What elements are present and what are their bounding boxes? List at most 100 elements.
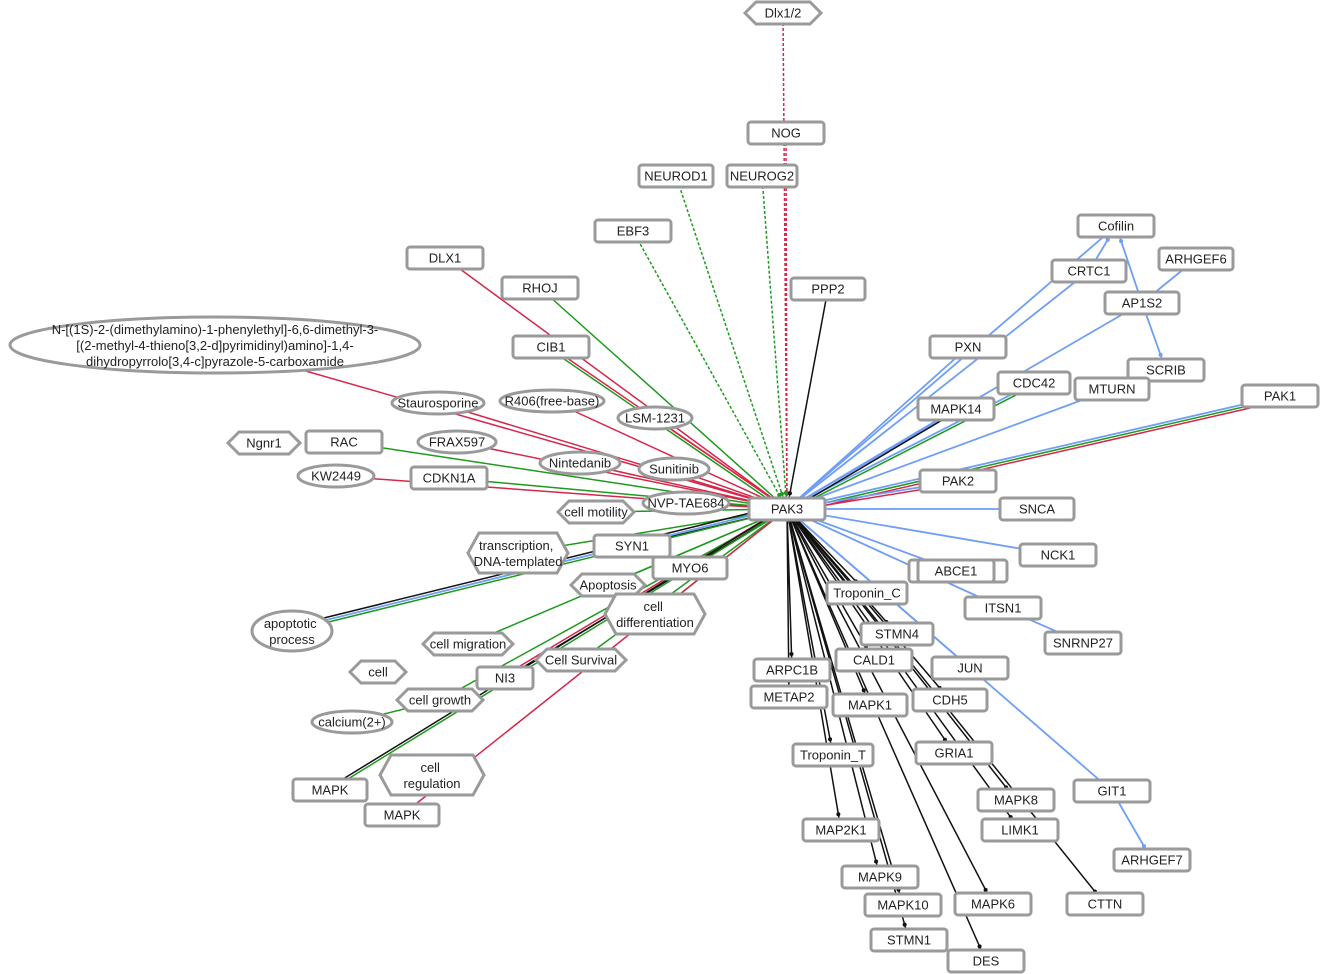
node-troponin-t[interactable]: Troponin_T — [791, 742, 875, 768]
node-label: SNRNP27 — [1053, 636, 1113, 651]
node-regulation[interactable]: cell regulation — [378, 753, 486, 797]
node-apoptotic-process[interactable]: apoptotic process — [250, 609, 334, 653]
edge-pak3-to-troponin-t — [786, 508, 834, 756]
edge-pak3-to-nck1 — [786, 508, 1059, 556]
hexagon-shape — [347, 659, 409, 685]
node-mapk[interactable]: MAPK — [363, 802, 441, 828]
node-r406[interactable]: R406(free-base) — [498, 388, 606, 414]
node-stmn1[interactable]: STMN1 — [869, 927, 949, 953]
node-snca[interactable]: SNCA — [998, 496, 1076, 522]
node-lsm-1231[interactable]: LSM-1231 — [616, 405, 694, 431]
node-kw2449[interactable]: KW2449 — [296, 463, 376, 489]
node-apoptosis[interactable]: Apoptosis — [568, 572, 648, 598]
node-map2k1[interactable]: MAP2K1 — [801, 817, 881, 843]
node-ppp2[interactable]: PPP2 — [789, 276, 867, 302]
node-ebf3[interactable]: EBF3 — [593, 218, 673, 244]
node-itsn1[interactable]: ITSN1 — [963, 595, 1043, 621]
node-pxn[interactable]: PXN — [928, 334, 1008, 360]
rect-shape — [725, 163, 799, 189]
node-gria1[interactable]: GRIA1 — [914, 740, 994, 766]
rect-shape — [1065, 891, 1145, 917]
node-syn1[interactable]: SYN1 — [592, 533, 672, 559]
node-cell-survival[interactable]: Cell Survival — [533, 647, 629, 673]
node-arhgef7[interactable]: ARHGEF7 — [1112, 847, 1192, 873]
node-snrnp27[interactable]: SNRNP27 — [1043, 630, 1123, 656]
edge-pak3-to-mturn — [786, 388, 1113, 510]
edge-arrowhead — [1119, 239, 1124, 244]
node-label: MAP2K1 — [815, 823, 866, 838]
node-cell[interactable]: cell — [347, 659, 409, 685]
node-label: FRAX597 — [429, 435, 485, 450]
node-jun[interactable]: JUN — [930, 655, 1010, 681]
node-cttn[interactable]: CTTN — [1065, 891, 1145, 917]
node-frax597[interactable]: FRAX597 — [416, 429, 498, 455]
node-myo6[interactable]: MYO6 — [651, 555, 729, 581]
node-mapk-a[interactable]: MAPK — [291, 777, 369, 803]
node-calcium-2[interactable]: calcium(2+) — [310, 709, 394, 735]
node-staurosporine[interactable]: Staurosporine — [390, 390, 486, 416]
node-cdkn1a[interactable]: CDKN1A — [409, 465, 489, 491]
node-sunitinib[interactable]: Sunitinib — [637, 456, 711, 482]
node-label: DLX1 — [429, 251, 462, 266]
node-crtc1[interactable]: CRTC1 — [1050, 258, 1128, 284]
node-git1[interactable]: GIT1 — [1072, 778, 1152, 804]
node-cdh5[interactable]: CDH5 — [911, 687, 989, 713]
node-nvp-tae684[interactable]: NVP-TAE684 — [641, 490, 731, 516]
node-stmn4[interactable]: STMN4 — [859, 621, 935, 647]
node-mapk8[interactable]: MAPK8 — [976, 787, 1056, 813]
node-dlx1[interactable]: DLX1 — [405, 245, 485, 271]
node-label: Staurosporine — [398, 396, 479, 411]
node-rac[interactable]: RAC — [304, 429, 384, 455]
node-nck1[interactable]: NCK1 — [1018, 542, 1098, 568]
node-nintedanib[interactable]: Nintedanib — [538, 450, 622, 476]
node-label: MAPK — [384, 808, 421, 823]
node-ni3[interactable]: NI3 — [475, 665, 535, 691]
node-scrib[interactable]: SCRIB — [1126, 357, 1206, 383]
node-mapk10[interactable]: MAPK10 — [863, 892, 943, 918]
node-nog[interactable]: NOG — [746, 120, 826, 146]
node-metap2[interactable]: METAP2 — [749, 684, 829, 710]
node-transcription[interactable]: transcription, DNA-templated — [466, 531, 570, 575]
node-limk1[interactable]: LIMK1 — [980, 817, 1060, 843]
node-arpc1b[interactable]: ARPC1B — [752, 657, 832, 683]
node-neurod1[interactable]: NEUROD1 — [637, 163, 715, 189]
edge-pak3-to-des — [786, 508, 987, 962]
node-ap1s2[interactable]: AP1S2 — [1103, 290, 1181, 316]
node-arhgef6[interactable]: ARHGEF6 — [1157, 246, 1235, 272]
node-rhoj[interactable]: RHOJ — [500, 275, 580, 301]
node-pak2[interactable]: PAK2 — [918, 468, 998, 494]
node-abce1[interactable]: ABCE1 — [916, 558, 996, 584]
node-pak3[interactable]: PAK3 — [747, 496, 827, 522]
node-mapk6[interactable]: MAPK6 — [953, 891, 1033, 917]
node-troponin-c[interactable]: Troponin_C — [825, 580, 909, 606]
node-cell-migration[interactable]: cell migration — [420, 631, 516, 657]
node-ngnr1[interactable]: Ngnr1 — [225, 430, 303, 456]
node-label: CIB1 — [537, 340, 566, 355]
node-cald1[interactable]: CALD1 — [834, 647, 914, 673]
node-neurog2[interactable]: NEUROG2 — [725, 163, 799, 189]
node-cofilin[interactable]: Cofilin — [1076, 213, 1156, 239]
node-cib1[interactable]: CIB1 — [511, 334, 591, 360]
rect-shape — [304, 429, 384, 455]
rect-shape — [946, 948, 1026, 974]
node-label: Sunitinib — [649, 462, 699, 477]
rect-shape — [840, 864, 920, 890]
node-dlx1-2[interactable]: Dlx1/2 — [742, 0, 824, 26]
rect-shape — [976, 787, 1056, 813]
hexagon-shape — [555, 499, 637, 525]
node-mapk9[interactable]: MAPK9 — [840, 864, 920, 890]
node-label-multiline: cell regulation — [403, 760, 460, 791]
node-mapk14[interactable]: MAPK14 — [916, 396, 996, 422]
node-cell-growth[interactable]: cell growth — [394, 687, 486, 713]
node-cell-differentiation[interactable]: cell differentiation — [603, 592, 707, 636]
node-mapk1[interactable]: MAPK1 — [831, 692, 909, 718]
node-cell-motility[interactable]: cell motility — [555, 499, 637, 525]
rect-shape — [998, 496, 1076, 522]
node-mturn[interactable]: MTURN — [1073, 376, 1151, 402]
node-cdc42[interactable]: CDC42 — [996, 370, 1072, 396]
node-des[interactable]: DES — [946, 948, 1026, 974]
node-pak1[interactable]: PAK1 — [1240, 383, 1320, 409]
node-pf3758309[interactable]: N-[(1S)-2-(dimethylamino)-1-phenylethyl]… — [8, 315, 422, 375]
node-label: MYO6 — [672, 561, 709, 576]
